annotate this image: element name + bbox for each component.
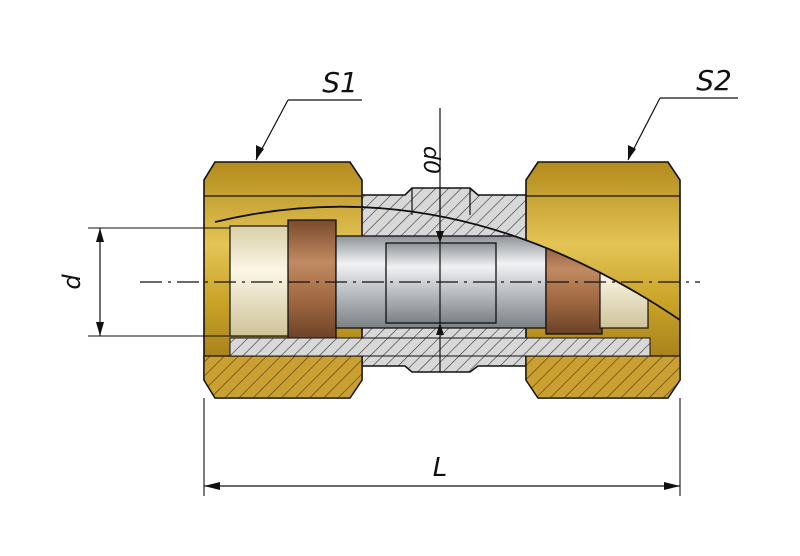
section-boundary-curve	[214, 205, 681, 321]
l-dimension	[203, 398, 681, 496]
d-label: d	[58, 274, 86, 290]
d0-label: d0	[418, 146, 443, 174]
d0-dimension	[436, 108, 444, 372]
s1-label: S1	[322, 66, 358, 99]
s2-label: S2	[696, 64, 732, 97]
s2-leader	[627, 97, 738, 161]
l-label: L	[433, 453, 448, 483]
s1-leader	[255, 99, 362, 161]
d-dimension	[88, 227, 230, 337]
